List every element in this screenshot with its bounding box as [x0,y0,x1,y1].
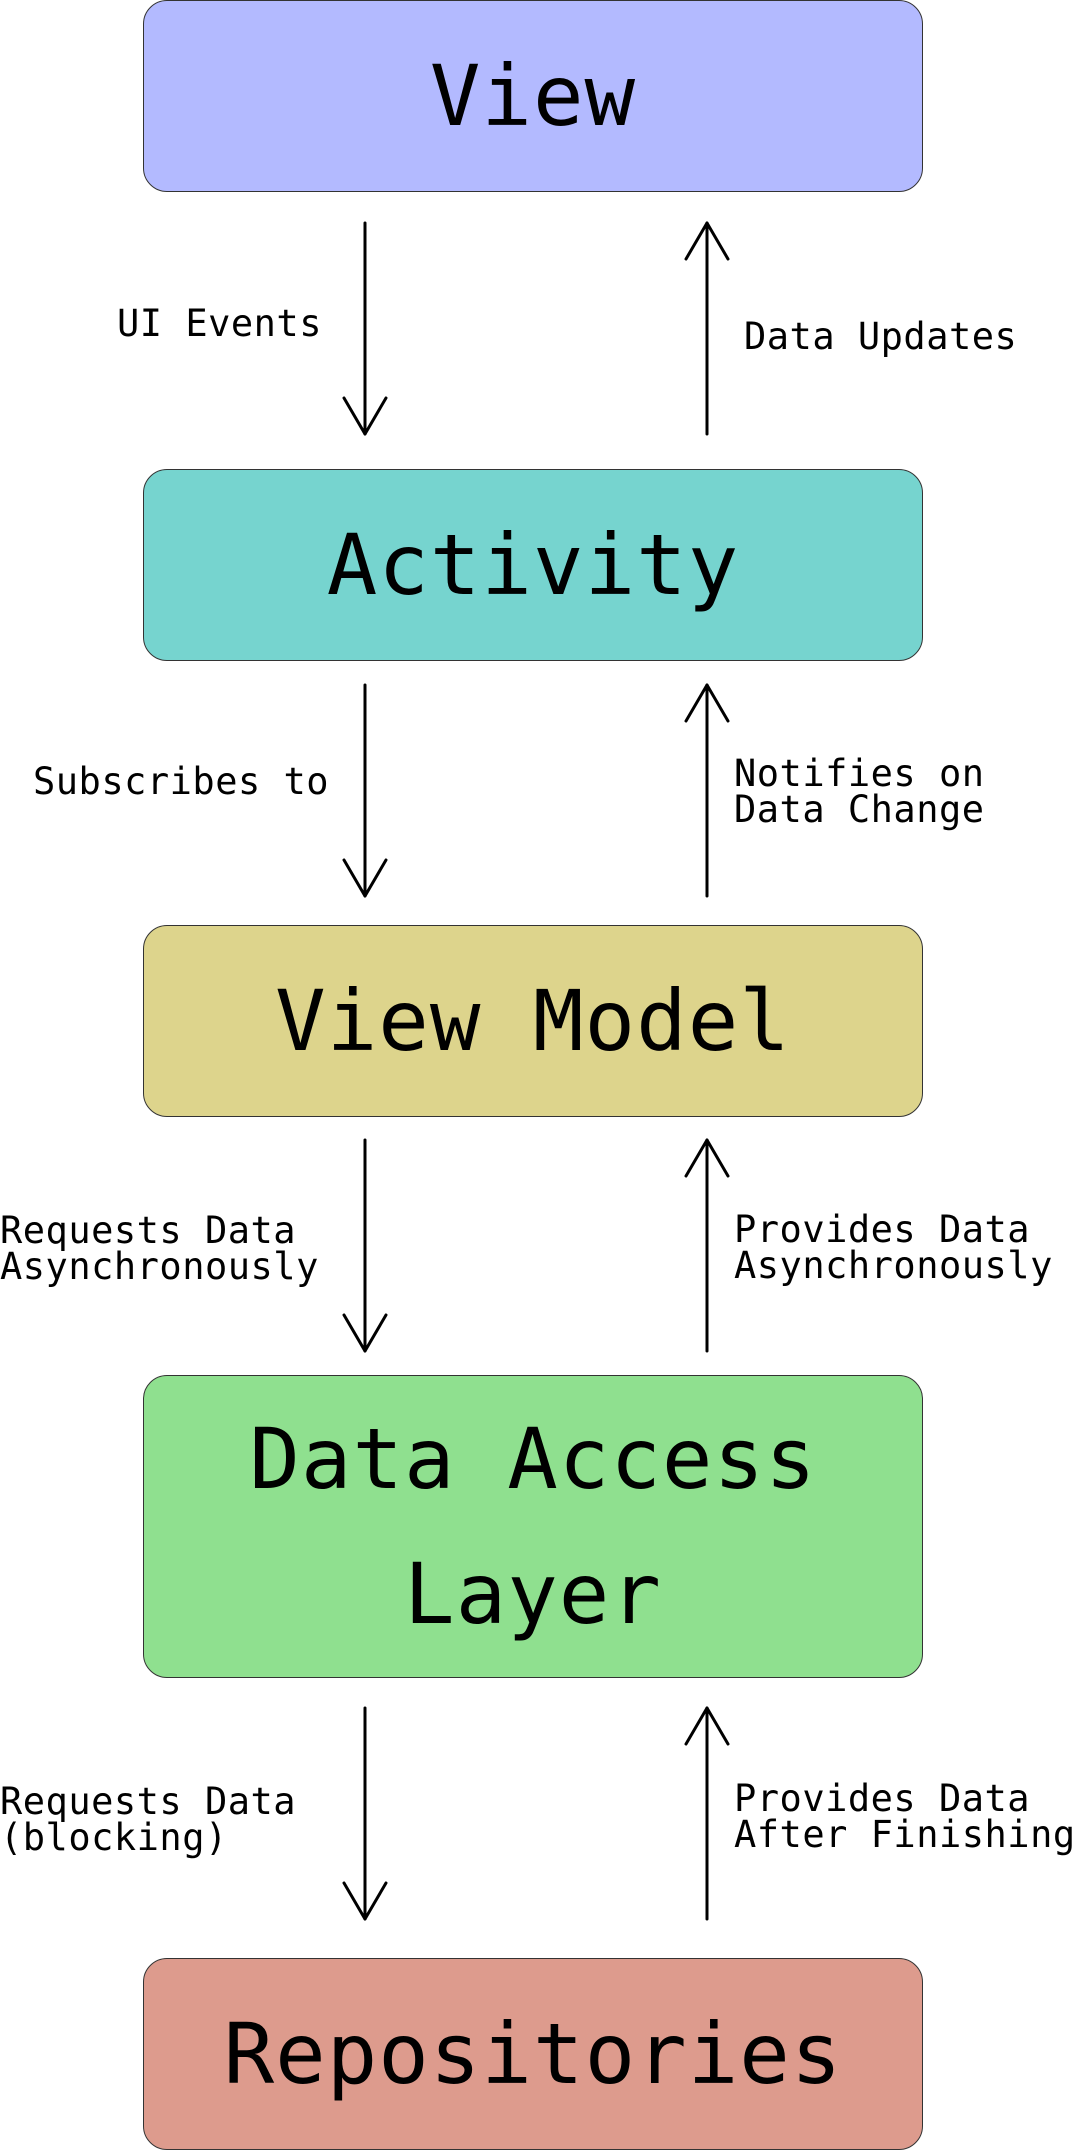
subscribes-to-label: Subscribes to [33,760,330,803]
data-access-layer-box-label: Data Access Layer [249,1410,817,1643]
provides-data-async-label: Provides Data Asynchronously [734,1208,1053,1287]
activity-box-label: Activity [326,515,740,614]
arrow-down-requests-data-async [342,1138,388,1353]
arrow-up-notifies-on-data-change [684,683,730,898]
activity-box: Activity [143,469,923,661]
requests-data-async-label: Requests Data Asynchronously [0,1209,319,1288]
arrow-up-data-updates [684,221,730,436]
view-box-label: View [429,46,637,145]
ui-events-label: UI Events [117,302,322,345]
arrow-up-provides-data-async [684,1138,730,1353]
arrow-down-subscribes-to [342,683,388,898]
provides-data-after-finishing-label: Provides Data After Finishing [734,1777,1076,1856]
notifies-on-data-change-label: Notifies on Data Change [734,752,985,831]
repositories-box-label: Repositories [223,2004,843,2103]
repositories-box: Repositories [143,1958,923,2150]
arrow-up-provides-data-after-finishing [684,1706,730,1921]
data-updates-label: Data Updates [744,315,1018,358]
view-model-box: View Model [143,925,923,1117]
data-access-layer-box: Data Access Layer [143,1375,923,1678]
view-model-box-label: View Model [275,971,791,1070]
arrow-down-requests-data-blocking [342,1706,388,1921]
requests-data-blocking-label: Requests Data (blocking) [0,1780,297,1859]
arrow-down-ui-events [342,221,388,436]
view-box: View [143,0,923,192]
